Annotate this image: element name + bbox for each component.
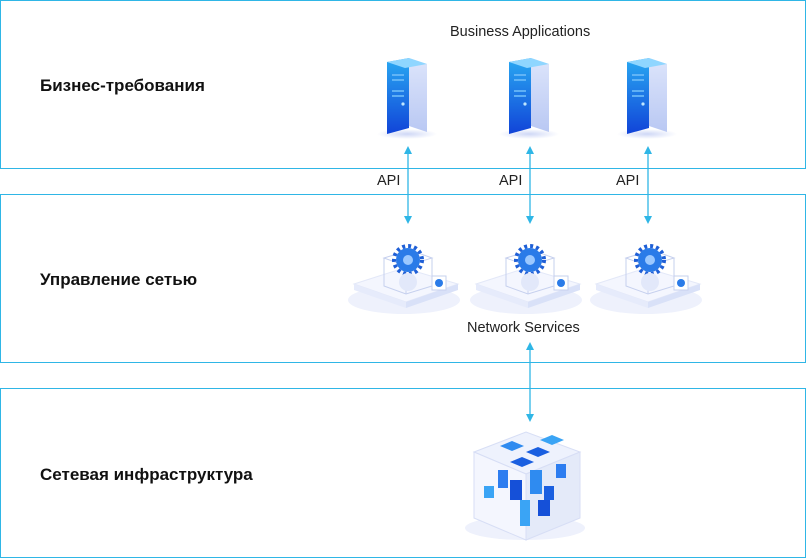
infrastructure-cube-icon [465,431,585,541]
gear-cube-icon-2 [468,244,584,316]
business-layer-title: Бизнес-требования [40,76,205,95]
infrastructure-layer-title: Сетевая инфраструктура [40,465,253,484]
api-label-1: API [377,173,401,189]
api-label-2: API [499,173,523,189]
network-layer-title: Управление сетью [40,270,198,289]
gear-cube-icon-3 [588,244,704,316]
server-icon-2 [499,58,559,139]
business-applications-caption: Business Applications [450,24,591,40]
gear-cube-icon-1 [346,244,462,316]
network-services-caption: Network Services [467,320,580,336]
server-icon-3 [617,58,677,139]
api-label-3: API [616,173,640,189]
server-icon-1 [377,58,437,139]
